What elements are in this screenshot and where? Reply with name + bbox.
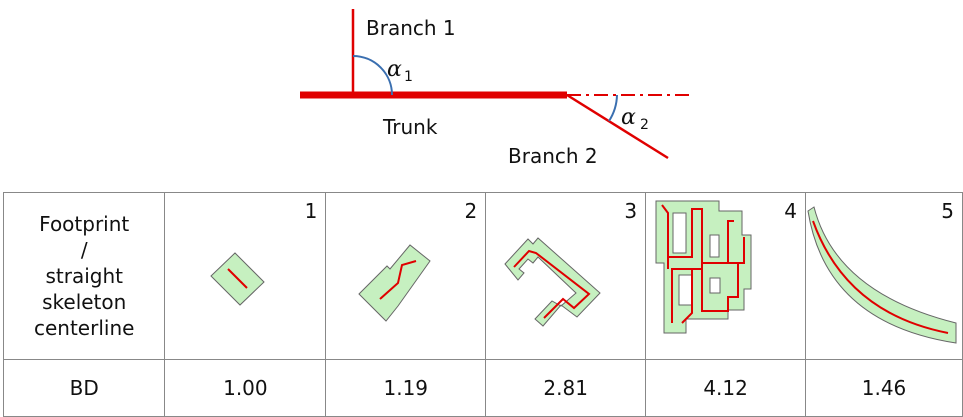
row-header-line: skeleton <box>42 290 127 314</box>
column-number: 4 <box>784 199 798 223</box>
alpha1-subscript: 1 <box>404 69 413 85</box>
alpha2-symbol: α <box>621 105 636 130</box>
footprint-row: Footprint / straight skeleton centerline… <box>2 192 963 360</box>
row-header-line: straight <box>45 264 123 288</box>
footprint-cell-4: 4 <box>645 192 807 360</box>
footprint-cell-3: 3 <box>485 192 647 360</box>
footprint-cell-1: 1 <box>164 192 327 360</box>
footprint-shape-3 <box>504 237 601 327</box>
row-header-line: centerline <box>33 316 135 340</box>
footprint-shape-4 <box>655 200 752 334</box>
footprint-shape-5 <box>807 206 957 344</box>
branch-angle-diagram: Branch 1 α 1 Trunk α 2 Branch 2 <box>300 9 690 168</box>
branch1-label: Branch 1 <box>366 16 456 40</box>
column-number: 5 <box>941 199 954 223</box>
bd-row: BD 1.00 1.19 2.81 4.12 1.46 <box>2 359 963 417</box>
bd-row-header: BD <box>2 359 166 417</box>
alpha2-arc <box>608 94 618 122</box>
bd-value-3: 2.81 <box>485 359 647 417</box>
trunk-label: Trunk <box>382 115 438 139</box>
alpha1-arc <box>352 55 393 96</box>
footprint-cell-5: 5 <box>805 192 963 360</box>
bd-value-4: 4.12 <box>645 359 807 417</box>
bd-value-2: 1.19 <box>325 359 487 417</box>
column-number: 1 <box>304 199 318 223</box>
column-number: 2 <box>464 199 478 223</box>
branch2-line <box>566 93 669 160</box>
footprint-bd-table: Footprint / straight skeleton centerline… <box>2 192 963 417</box>
row-header-line: / <box>80 238 88 262</box>
alpha2-subscript: 2 <box>640 117 649 133</box>
footprint-cell-2: 2 <box>325 192 487 360</box>
branch2-label: Branch 2 <box>508 144 598 168</box>
alpha1-symbol: α <box>387 57 402 82</box>
footprint-shape-2 <box>358 244 431 322</box>
column-number: 3 <box>624 199 638 223</box>
bd-value-1: 1.00 <box>164 359 327 417</box>
row-header-line: Footprint <box>39 212 130 236</box>
bd-value-5: 1.46 <box>805 359 963 417</box>
footprint-row-header: Footprint / straight skeleton centerline <box>2 192 166 360</box>
footprint-shape-1 <box>210 252 266 306</box>
